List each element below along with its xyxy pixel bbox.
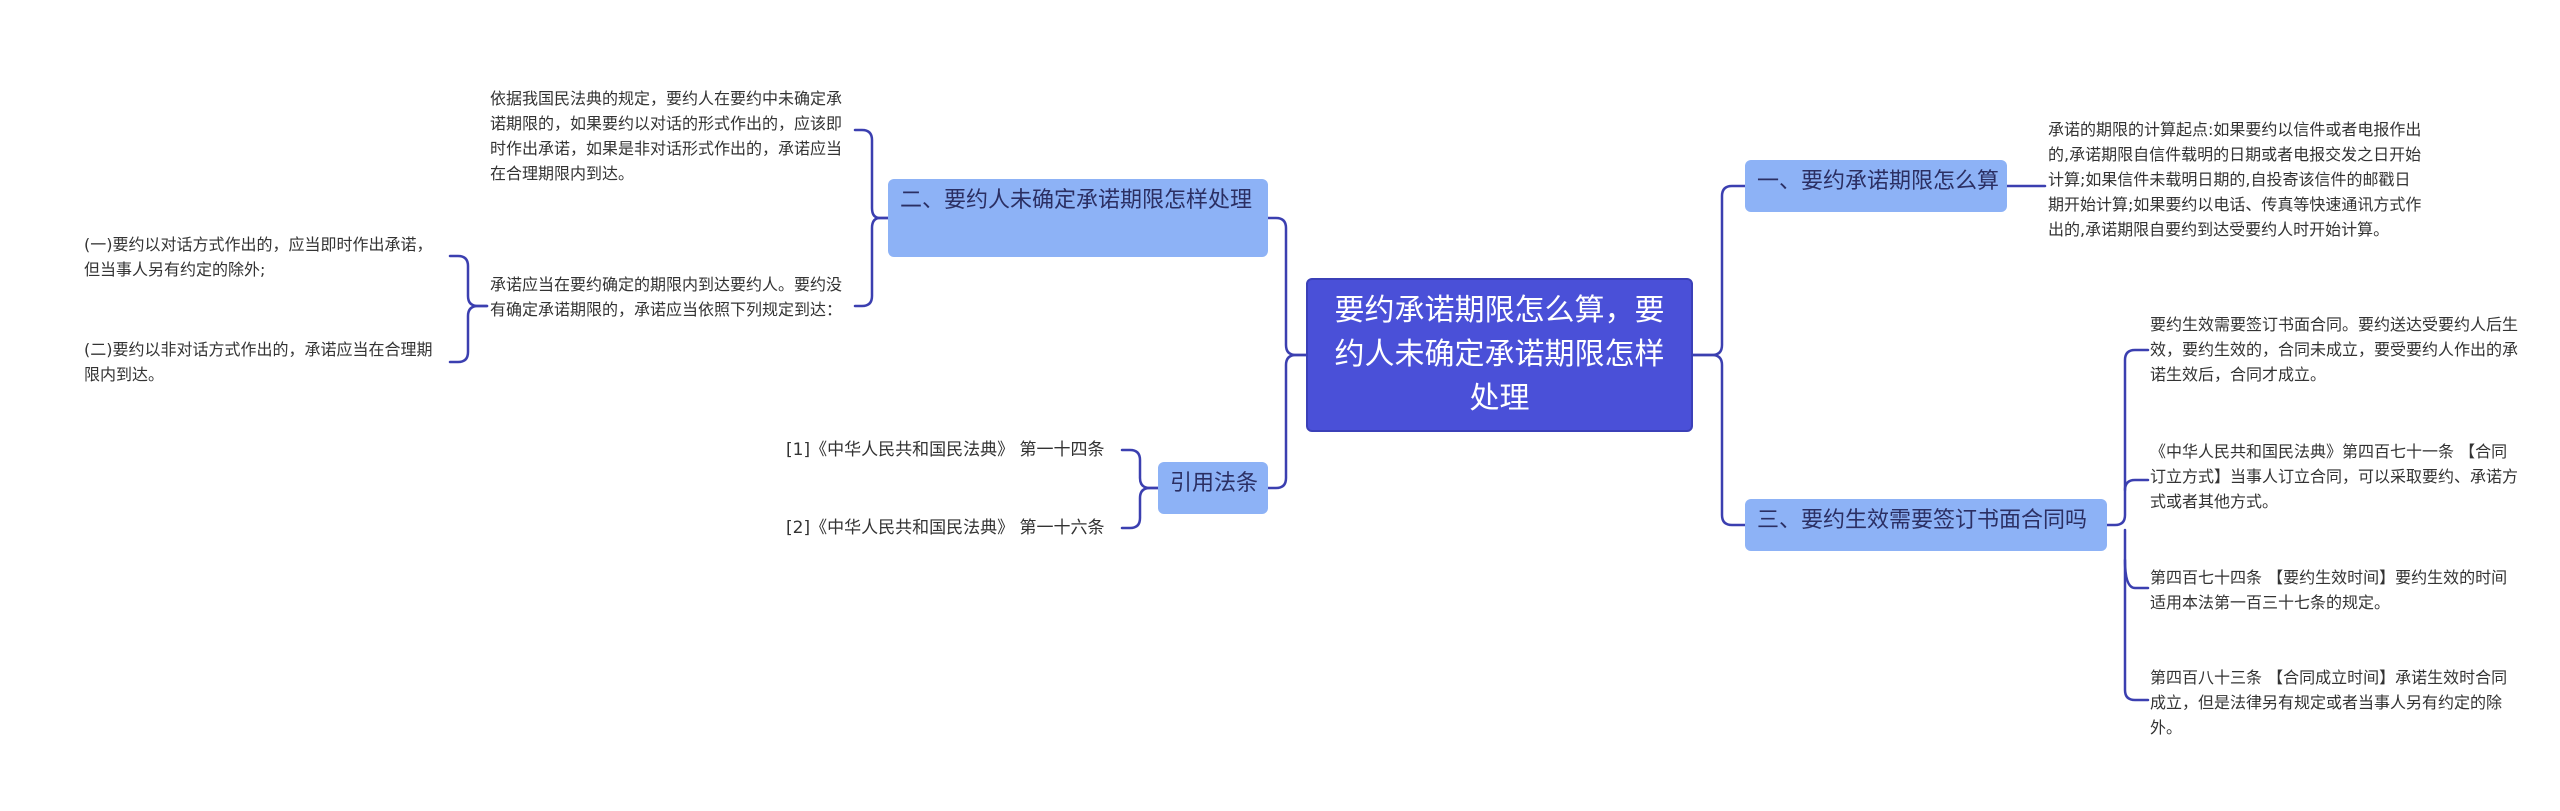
leaf-arrival-rule: 承诺应当在要约确定的期限内到达要约人。要约没有确定承诺期限的，承诺应当依照下列规…	[490, 275, 843, 319]
connector-branch3-leaf4	[2123, 528, 2150, 702]
root-topic[interactable]: 要约承诺期限怎么算，要约人未确定承诺期限怎样处理	[1306, 278, 1693, 432]
connector-branch2-leaf2	[853, 216, 890, 308]
branch-calculate-period[interactable]: 一、要约承诺期限怎么算	[1745, 160, 2007, 212]
connector-refs-leaf2	[1120, 486, 1160, 530]
cited-article-2[interactable]: [2]《中华人民共和国民法典》 第一十六条	[786, 518, 1105, 538]
branch-label: 引用法条	[1170, 471, 1259, 496]
branch-label: 一、要约承诺期限怎么算	[1757, 169, 2000, 194]
leaf-written-contract-answer: 要约生效需要签订书面合同。要约送达受要约人后生效，要约生效的，合同未成立，要受要…	[2150, 315, 2519, 384]
leaf-article-483: 第四百八十三条 【合同成立时间】承诺生效时合同成立，但是法律另有规定或者当事人另…	[2150, 668, 2508, 737]
branch-need-written-contract[interactable]: 三、要约生效需要签订书面合同吗	[1745, 499, 2107, 551]
connector-branch3-leaf2	[2123, 478, 2150, 492]
leaf-calculation-start: 承诺的期限的计算起点:如果要约以信件或者电报作出的,承诺期限自信件载明的日期或者…	[2048, 120, 2422, 239]
connector-leaf2-sub2	[448, 304, 489, 364]
leaf-article-474: 第四百七十四条 【要约生效时间】要约生效的时间适用本法第一百三十七条的规定。	[2150, 568, 2508, 612]
root-topic-title: 要约承诺期限怎么算，要约人未确定承诺期限怎样处理	[1334, 293, 1665, 416]
connector-leaf2-sub1	[448, 254, 489, 308]
leaf-article-471: 《中华人民共和国民法典》第四百七十一条 【合同订立方式】当事人订立合同，可以采取…	[2150, 442, 2519, 511]
connector-root-branch1	[1691, 184, 1747, 357]
connector-branch2-leaf1	[853, 128, 890, 220]
connector-branch3-leaf1	[2105, 348, 2150, 527]
connector-root-branch3	[1691, 353, 1747, 527]
branch-label: 三、要约生效需要签订书面合同吗	[1757, 508, 2088, 533]
connector-refs-leaf1	[1120, 448, 1160, 490]
sub-leaf-non-dialogue: (二)要约以非对话方式作出的，承诺应当在合理期限内到达。	[84, 340, 433, 384]
connector-root-branch2	[1266, 216, 1308, 357]
branch-label: 二、要约人未确定承诺期限怎样处理	[900, 188, 1253, 213]
branch-undetermined-period[interactable]: 二、要约人未确定承诺期限怎样处理	[888, 179, 1268, 257]
connector-root-branch-refs	[1266, 353, 1308, 490]
leaf-civil-code-rule: 依据我国民法典的规定，要约人在要约中未确定承诺期限的，如果要约以对话的形式作出的…	[490, 89, 843, 183]
cited-article-1[interactable]: [1]《中华人民共和国民法典》 第一十四条	[786, 440, 1105, 460]
sub-leaf-dialogue: (一)要约以对话方式作出的，应当即时作出承诺，但当事人另有约定的除外;	[84, 235, 433, 279]
connector-branch3-leaf3	[2123, 558, 2150, 590]
branch-cited-articles[interactable]: 引用法条	[1158, 462, 1268, 514]
